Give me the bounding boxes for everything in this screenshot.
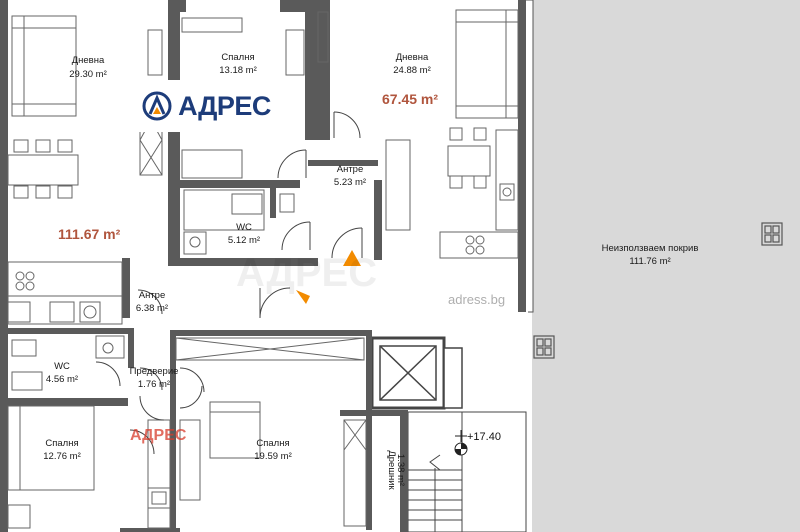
- room-area: 111.76 m²: [629, 256, 670, 267]
- room-area: 12.76 m²: [43, 451, 81, 462]
- room-name: Антре: [139, 290, 166, 301]
- roof-drain-icon: [533, 335, 555, 359]
- doors: [95, 111, 363, 455]
- room-area: 1.38 m²: [395, 454, 406, 486]
- room-area: 5.12 m²: [228, 235, 260, 246]
- brand-logo: АДРЕС: [136, 80, 277, 132]
- room-name: Антре: [337, 164, 364, 175]
- room-area: 5.23 m²: [334, 177, 366, 188]
- watermark-red-text: АДРЕС: [130, 427, 187, 444]
- room-area: 4.56 m²: [46, 374, 78, 385]
- room-name: Предверие: [130, 366, 179, 377]
- room-name: Дневна: [396, 52, 429, 63]
- watermark-text: АДРЕС: [236, 251, 377, 295]
- logo-text: АДРЕС: [178, 90, 271, 121]
- watermark-url: adress.bg: [448, 292, 505, 307]
- watermark-arrow-icon: [296, 290, 310, 304]
- room-name: Спалня: [256, 438, 289, 449]
- furniture: [7, 15, 305, 529]
- room-name: Дневна: [72, 55, 105, 66]
- watermark-arrow-icon: [343, 250, 361, 266]
- watermark-banner: [310, 270, 390, 298]
- room-name: Неизползваем покрив: [602, 243, 699, 254]
- room-name: Спалня: [45, 438, 78, 449]
- walls: [0, 0, 526, 532]
- level-marker-icon: [454, 430, 468, 456]
- room-area: 1.76 m²: [138, 379, 170, 390]
- room-area: 19.59 m²: [254, 451, 292, 462]
- roof-parapet: [524, 0, 534, 313]
- room-name: Дрешник: [386, 450, 397, 490]
- roof-drain-icon: [761, 222, 783, 246]
- room-area: 6.38 m²: [136, 303, 168, 314]
- room-name: Спалня: [221, 52, 254, 63]
- staircase: [407, 411, 527, 532]
- room-area: 29.30 m²: [69, 69, 107, 80]
- room-labels: Дневна 29.30 m² Спалня 13.18 m² Дневна 2…: [43, 52, 698, 491]
- roof-area: [532, 0, 800, 532]
- elevation-label: +17.40: [467, 431, 501, 443]
- furniture: [175, 9, 519, 527]
- apartment-total-right: 67.45 m²: [382, 91, 438, 107]
- logo-mark-icon: [142, 91, 172, 121]
- room-name: WC: [236, 222, 252, 233]
- room-area: 24.88 m²: [393, 65, 431, 76]
- room-name: WC: [54, 361, 70, 372]
- room-area: 13.18 m²: [219, 65, 257, 76]
- apartment-total-left: 111.67 m²: [58, 226, 121, 242]
